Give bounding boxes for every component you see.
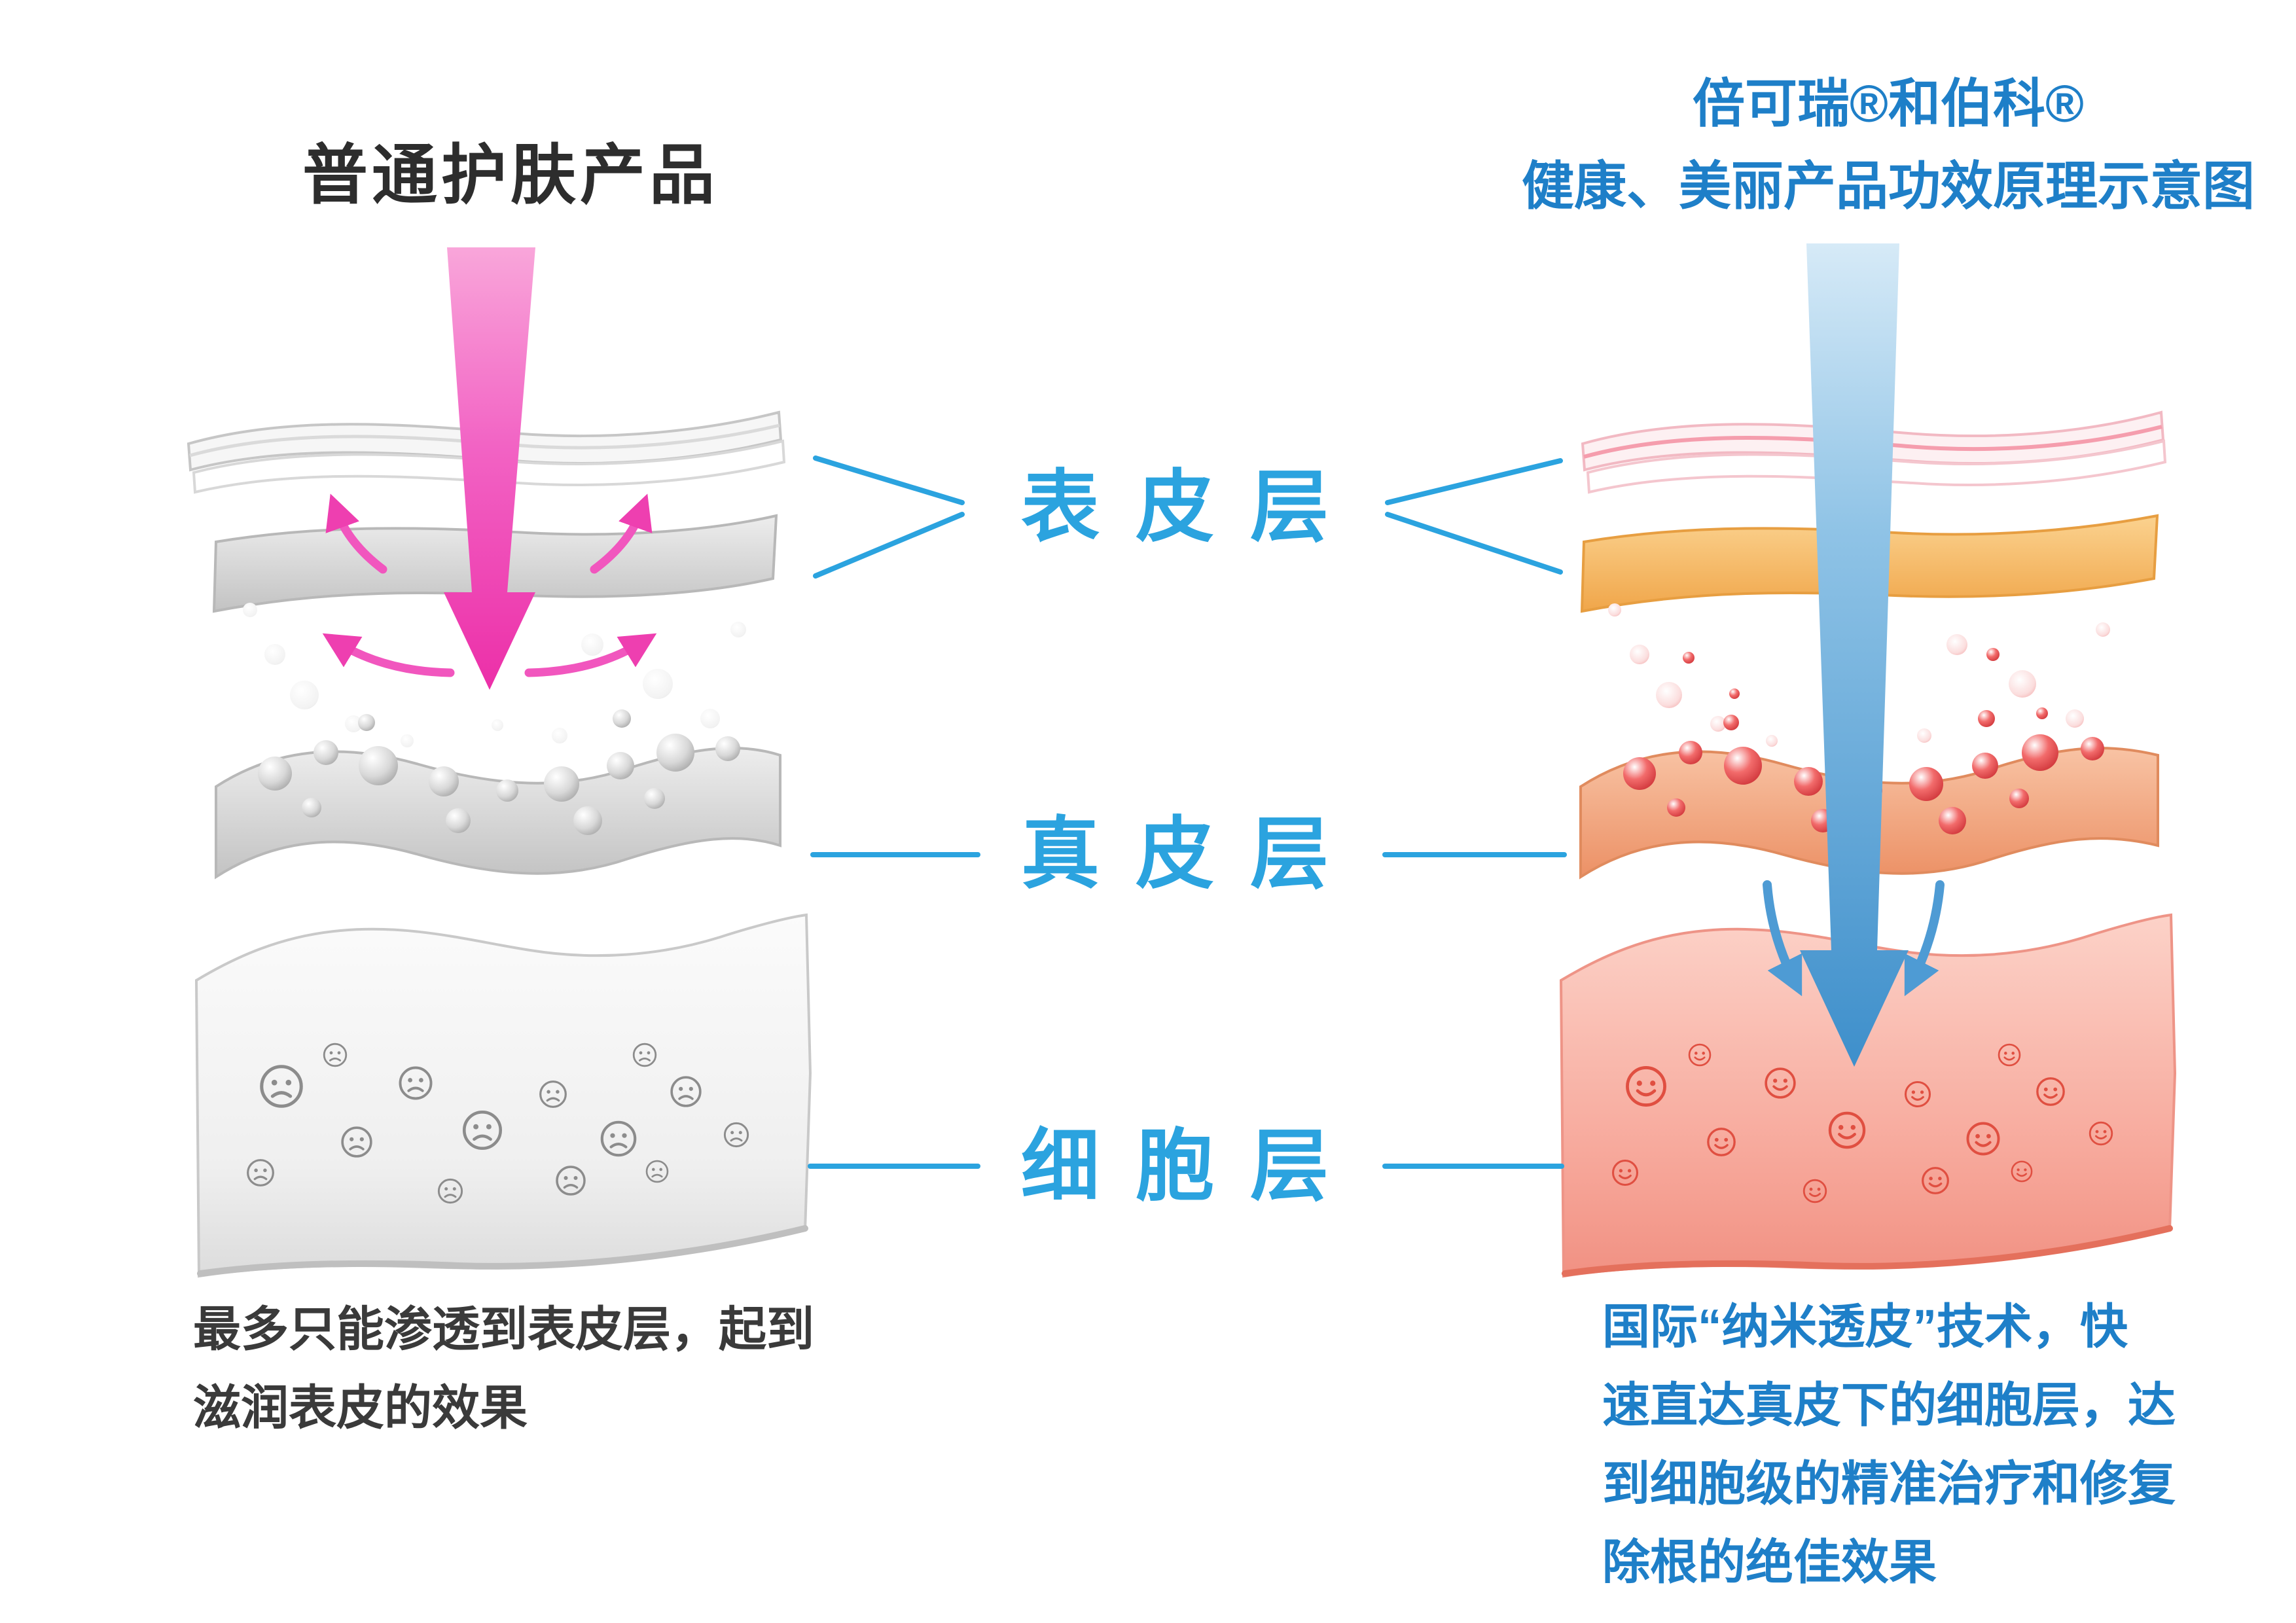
left-product-title: 普通护肤产品 (302, 139, 719, 212)
left-pink-arrow (444, 247, 535, 690)
right-caption-line2: 速直达真皮下的细胞层，达 (1602, 1379, 2176, 1432)
label-epidermis: 表皮层 (1021, 463, 1365, 551)
right-bubbles (1608, 603, 2110, 747)
right-caption-line4: 除根的绝佳效果 (1602, 1536, 1937, 1589)
label-connector-lines (808, 455, 1567, 1169)
left-caption-line1: 最多只能渗透到表皮层，起到 (193, 1303, 814, 1356)
label-cell-layer: 细胞层 (1021, 1122, 1365, 1210)
left-caption-line2: 滋润表皮的效果 (193, 1382, 528, 1435)
left-droplets (258, 709, 740, 835)
left-diagram (187, 247, 812, 1278)
right-diagram (1559, 243, 2177, 1278)
right-mini-arrows (1763, 880, 1945, 997)
right-caption-line1: 国际“纳米透皮”技术，快 (1602, 1300, 2128, 1353)
left-splash-arrows (322, 493, 657, 677)
label-dermis: 真皮层 (1021, 810, 1365, 898)
right-title-line1: 倍可瑞®和伯科® (1693, 75, 2084, 133)
left-dermis-layer (215, 747, 781, 880)
left-bubbles (243, 603, 746, 747)
right-caption-line3: 到细胞级的精准治疗和修复 (1602, 1457, 2176, 1510)
left-caption: 最多只能渗透到表皮层，起到 滋润表皮的效果 (193, 1291, 814, 1448)
left-cell-layer-bottom-edge (197, 1225, 808, 1277)
right-blue-arrow (1800, 243, 1909, 1067)
right-caption: 国际“纳米透皮”技术，快 速直达真皮下的细胞层，达 到细胞级的精准治疗和修复 除… (1602, 1288, 2263, 1602)
right-title-line2: 健康、美丽产品功效原理示意图 (1522, 157, 2255, 215)
right-product-title: 倍可瑞®和伯科® 健康、美丽产品功效原理示意图 (1469, 63, 2296, 228)
right-cell-layer-bottom-edge (1562, 1225, 2173, 1277)
